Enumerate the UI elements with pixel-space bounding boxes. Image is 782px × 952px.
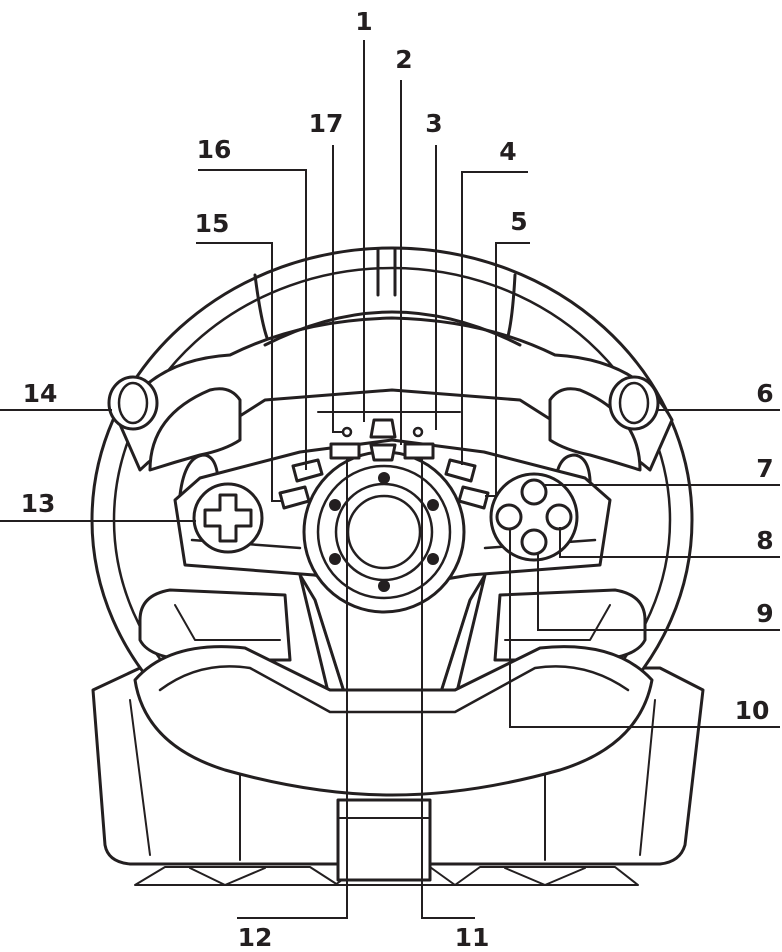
face-buttons (489, 472, 579, 562)
leader-17 (332, 145, 343, 433)
centre-top-button[interactable] (369, 418, 397, 439)
callout-6: 6 (756, 379, 773, 408)
right-thumb-dial-icon[interactable] (608, 375, 660, 431)
leader-4 (461, 171, 528, 465)
hub-led-bottom-right (427, 553, 439, 565)
callout-12: 12 (238, 923, 273, 952)
dpad-icon[interactable] (192, 482, 264, 554)
leader-15 (196, 242, 282, 502)
hub-led-top (378, 472, 390, 484)
callout-leaders (0, 40, 780, 919)
callout-labels: 1 2 3 4 5 6 7 8 9 10 11 12 13 14 15 16 1… (21, 7, 774, 952)
face-button-top[interactable] (520, 478, 548, 506)
leader-12 (237, 458, 348, 919)
callout-8: 8 (756, 526, 773, 555)
right-led-indicator (412, 426, 424, 438)
right-top-centre-button[interactable] (403, 442, 435, 460)
callout-4: 4 (499, 137, 516, 166)
callout-11: 11 (455, 923, 490, 952)
hub-led-bottom (378, 580, 390, 592)
center-clamp (336, 798, 432, 882)
left-lower-button[interactable] (278, 485, 311, 510)
leader-11 (421, 458, 475, 919)
callout-10: 10 (735, 696, 770, 725)
leader-16 (198, 169, 307, 470)
leader-8 (559, 527, 780, 558)
leader-9 (537, 552, 780, 631)
hub-led-top-right (427, 499, 439, 511)
hub-led-top-left (329, 499, 341, 511)
centre-home-button[interactable] (369, 443, 397, 462)
callout-1: 1 (355, 7, 372, 36)
callout-5: 5 (510, 207, 527, 236)
face-button-left[interactable] (495, 503, 523, 531)
callout-15: 15 (195, 209, 230, 238)
left-upper-button[interactable] (291, 458, 324, 483)
face-button-bottom[interactable] (520, 528, 548, 556)
callout-7: 7 (756, 454, 773, 483)
callout-14: 14 (23, 379, 58, 408)
callout-2: 2 (395, 45, 412, 74)
leader-5 (485, 242, 530, 497)
center-body (133, 438, 654, 797)
leader-10 (509, 528, 780, 728)
controls (107, 375, 660, 562)
callout-13: 13 (21, 489, 56, 518)
callout-17: 17 (309, 109, 344, 138)
hub-led-bottom-left (329, 553, 341, 565)
face-button-right[interactable] (545, 503, 573, 531)
callout-9: 9 (756, 599, 773, 628)
callout-16: 16 (197, 135, 232, 164)
hub-dial (302, 450, 466, 614)
callout-3: 3 (425, 109, 442, 138)
right-upper-button[interactable] (444, 458, 477, 483)
left-led-indicator (341, 426, 353, 438)
left-thumb-dial-icon[interactable] (107, 375, 159, 431)
left-top-centre-button[interactable] (329, 442, 361, 460)
right-lower-button[interactable] (457, 485, 490, 510)
